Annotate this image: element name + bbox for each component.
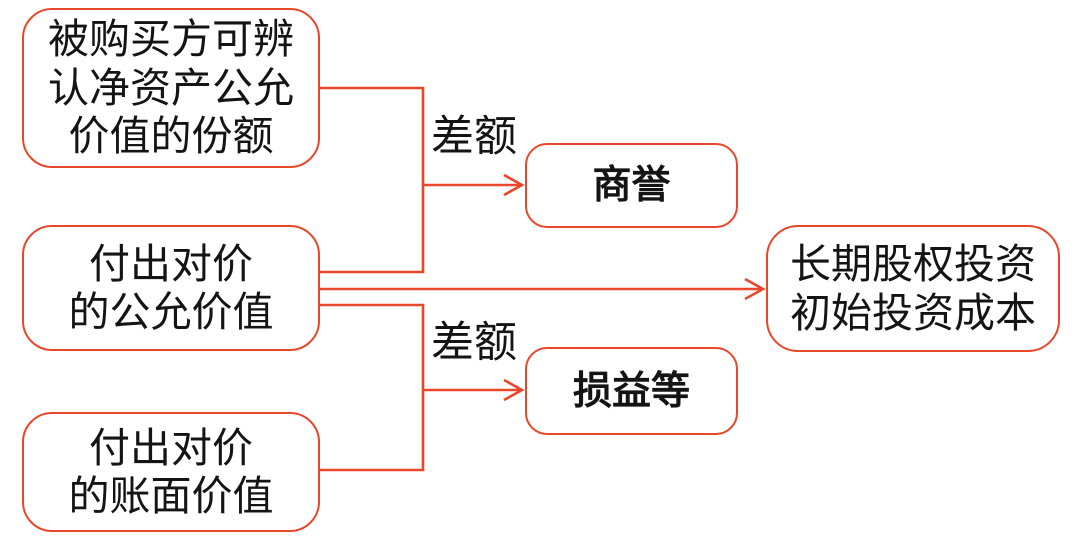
node-consideration-fair-value: 付出对价 的公允价值 [22, 225, 320, 351]
node-acquiree-identifiable-net-assets: 被购买方可辨 认净资产公允 价值的份额 [22, 8, 320, 168]
bracket-top-line [320, 86, 425, 274]
node-consideration-book-value: 付出对价 的账面价值 [22, 412, 320, 532]
node-profit-loss: 损益等 [525, 347, 738, 435]
edge-label-difference-bottom: 差额 [431, 318, 517, 368]
node-long-term-equity-initial-cost: 长期股权投资 初始投资成本 [766, 225, 1060, 352]
arrow-to-goodwill-head [503, 173, 525, 197]
node-goodwill: 商誉 [525, 143, 738, 228]
bracket-bottom-line [320, 303, 425, 472]
edge-label-difference-top: 差额 [431, 112, 517, 162]
arrow-to-initial-cost-head [744, 277, 766, 301]
arrow-to-profit-loss-head [503, 378, 525, 402]
